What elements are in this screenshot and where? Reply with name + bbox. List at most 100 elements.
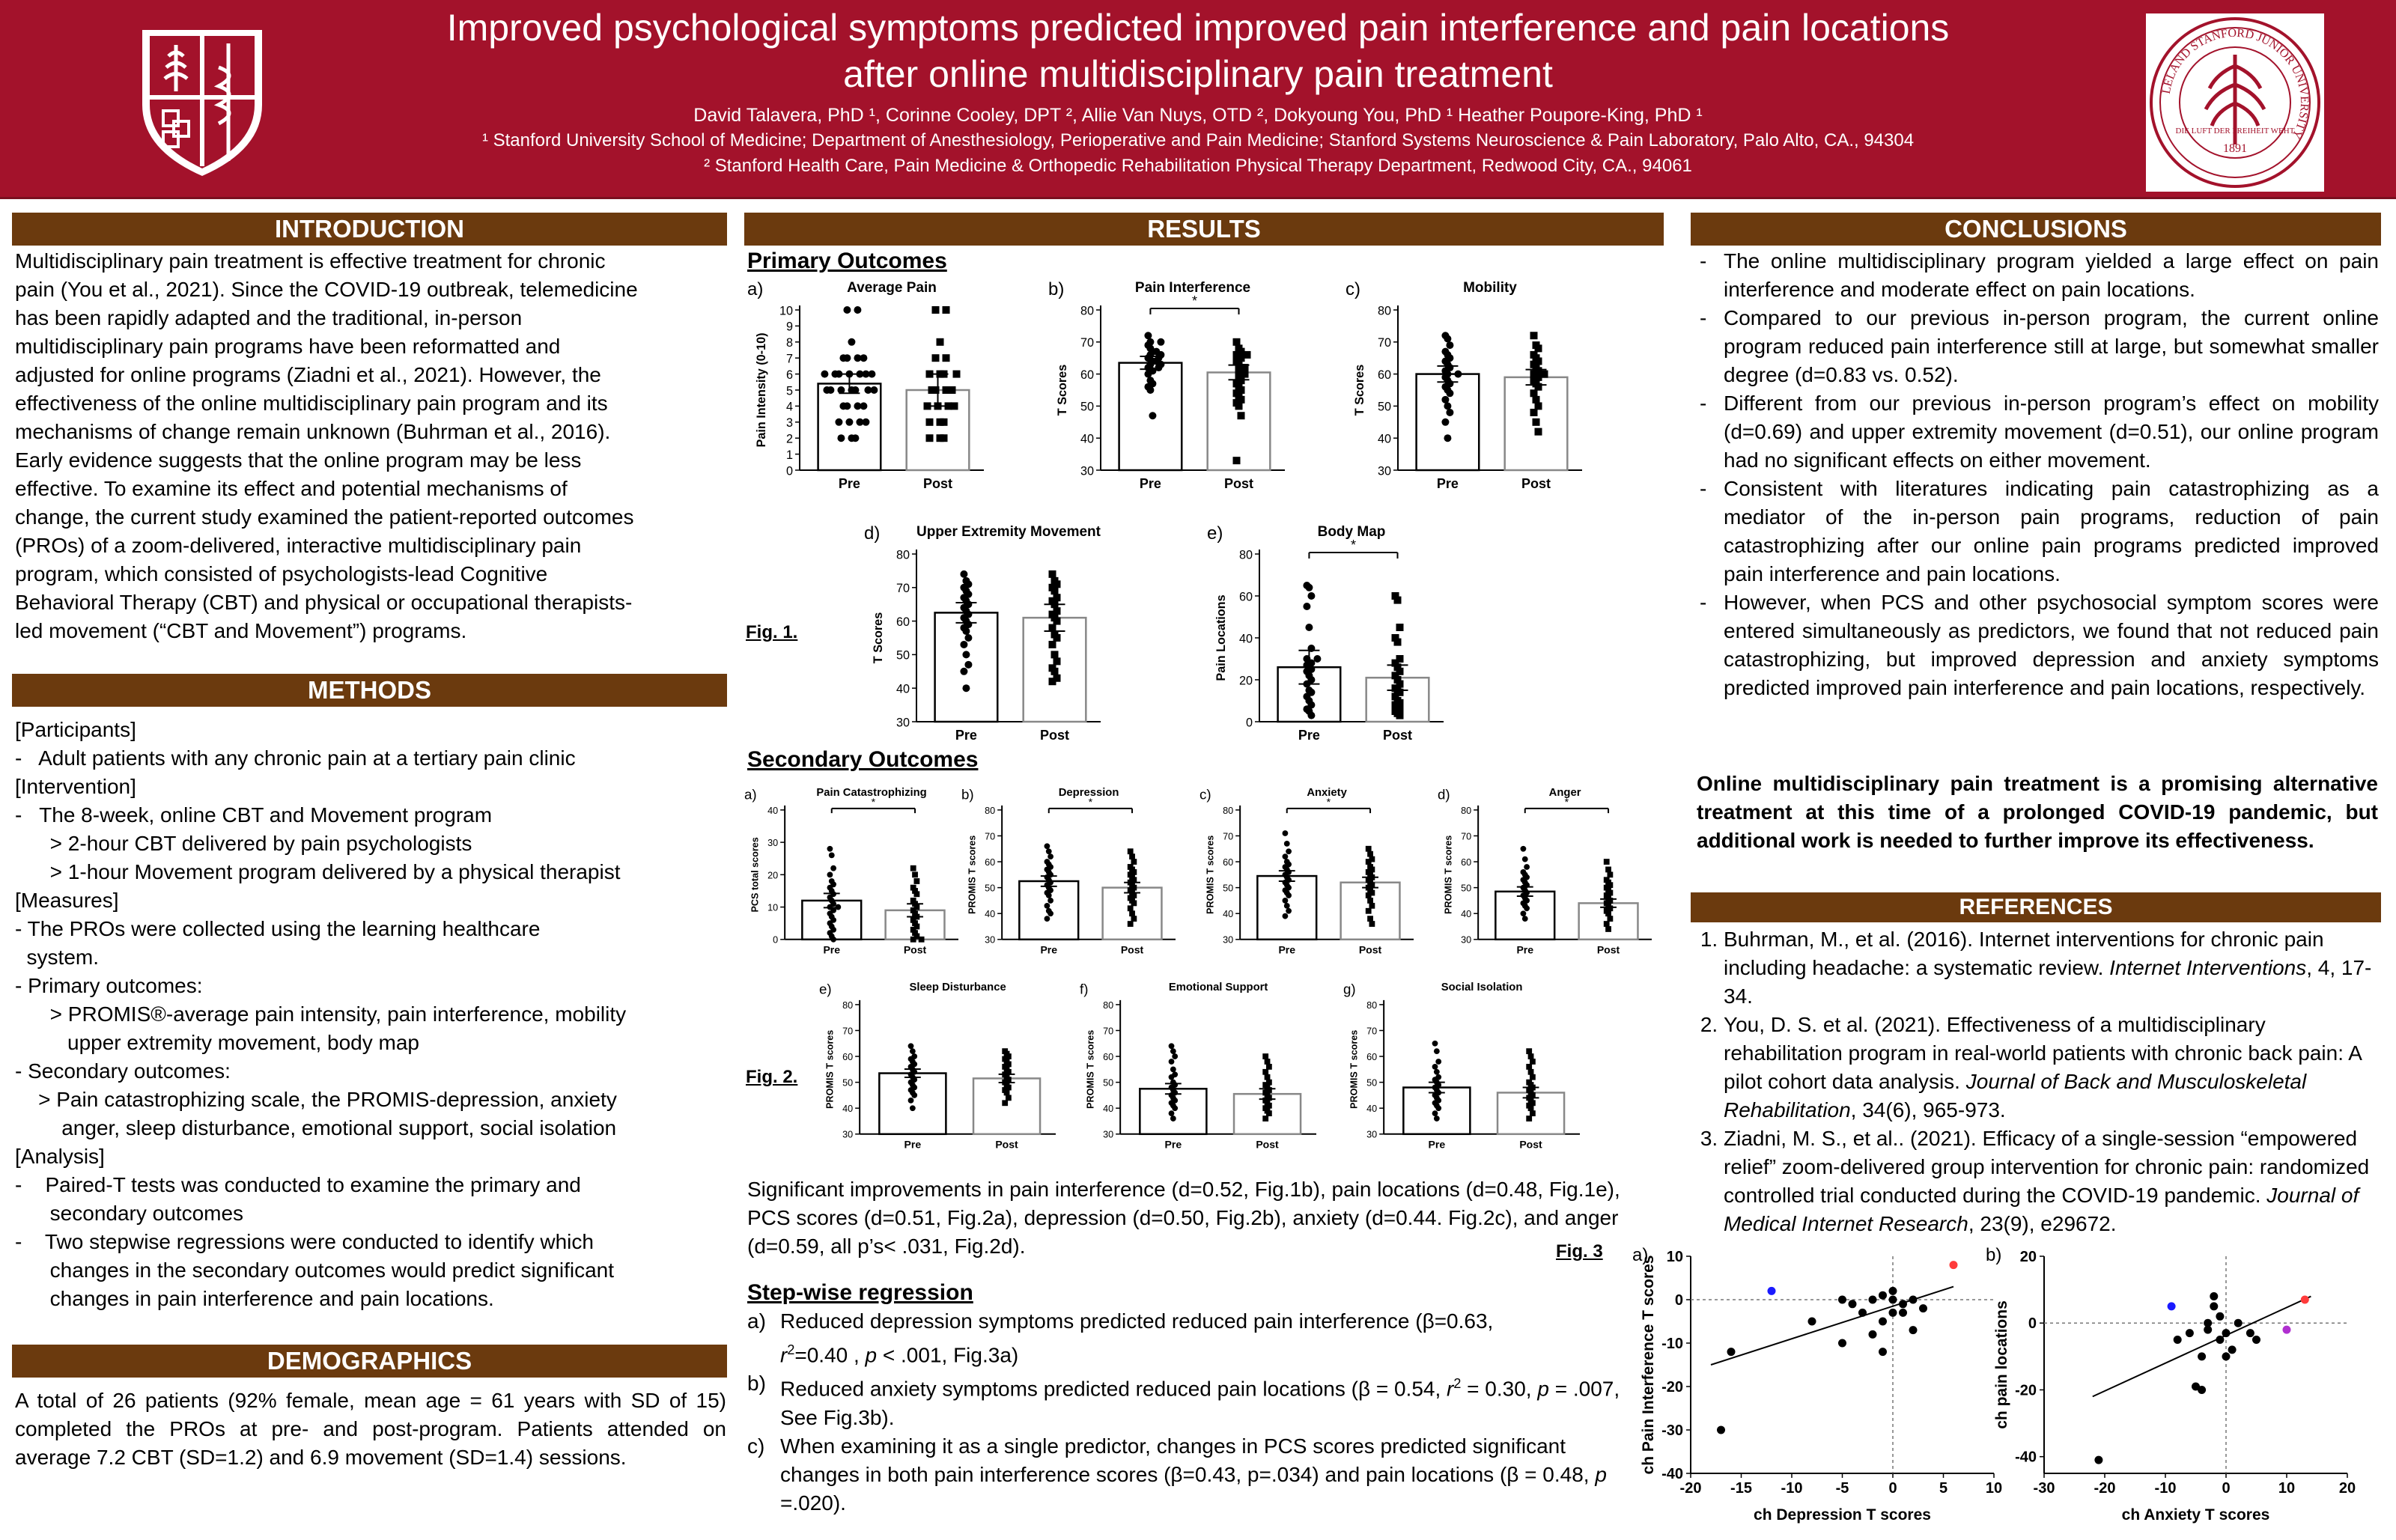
data-point <box>1127 848 1134 855</box>
scatter-point <box>1888 1308 1897 1317</box>
x-tick-label: Post <box>923 476 952 491</box>
data-point <box>960 640 968 648</box>
data-point <box>909 1105 916 1112</box>
conclusion-bold: Online multidisciplinary pain treatment … <box>1697 772 2378 852</box>
data-point <box>1232 338 1241 346</box>
data-point <box>1048 910 1053 917</box>
y-tick-label: 50 <box>842 1078 853 1089</box>
data-point <box>910 936 916 943</box>
scatter-point <box>2204 1325 2213 1334</box>
data-point <box>913 923 920 930</box>
data-point <box>948 386 956 394</box>
data-point <box>1053 617 1061 625</box>
regression-line <box>1710 1285 1954 1366</box>
data-point <box>1534 383 1542 391</box>
data-point <box>1369 874 1375 880</box>
y-tick-label: 30 <box>985 935 995 946</box>
data-point <box>1444 335 1452 343</box>
y-tick-label: 10 <box>767 902 778 913</box>
data-point <box>1053 594 1061 602</box>
data-point <box>1454 370 1462 378</box>
y-tick-label: 8 <box>786 336 793 350</box>
data-point <box>1527 1068 1534 1075</box>
chart-title: Anxiety <box>1307 787 1347 799</box>
data-point <box>1393 638 1402 646</box>
y-tick-label: 70 <box>842 1026 853 1036</box>
data-point <box>1265 1095 1272 1101</box>
sw-a-end: < .001, Fig.3a) <box>877 1343 1019 1367</box>
data-point <box>1393 676 1402 684</box>
data-point <box>1131 900 1137 907</box>
chart-title: Pain Interference <box>1135 280 1250 296</box>
y-tick-label: 40 <box>1223 909 1233 919</box>
data-point <box>1534 402 1542 410</box>
data-point <box>1303 680 1311 688</box>
y-tick-label: 50 <box>1223 883 1233 894</box>
sw-a-r2: =0.40 , <box>794 1343 866 1367</box>
x-tick-label: Pre <box>1437 476 1459 491</box>
data-point <box>1050 587 1059 595</box>
reference-item: You, D. S. et al. (2021). Effectiveness … <box>1724 1011 2379 1124</box>
sw-b-r2: = 0.30, <box>1461 1377 1538 1401</box>
data-point <box>1365 907 1372 914</box>
data-point <box>830 936 836 943</box>
scatter-point <box>1848 1300 1857 1309</box>
panel-label: b) <box>961 787 974 803</box>
data-point <box>1441 395 1450 404</box>
section-heading-results: RESULTS <box>744 213 1664 246</box>
y-tick-label: 50 <box>1103 1078 1113 1089</box>
y-tick-label: 1 <box>786 448 793 462</box>
sw-b-end: = .007, See Fig.3b). <box>780 1377 1620 1429</box>
panel-label: f) <box>1080 981 1088 997</box>
data-point <box>1048 678 1056 686</box>
x-tick-label: -15 <box>1730 1480 1752 1497</box>
data-point <box>940 370 948 378</box>
introduction-text: Multidisciplinary pain treatment is effe… <box>15 247 730 645</box>
data-point <box>835 418 843 426</box>
reference-text: Buhrman, M., et al. (2016). Internet int… <box>1724 928 2324 979</box>
data-point <box>962 651 970 659</box>
data-point <box>845 370 854 378</box>
data-point <box>1365 845 1372 852</box>
y-tick-label: 30 <box>1461 935 1471 946</box>
intro-line: mechanisms of change remain unknown (Buh… <box>15 420 611 443</box>
scatter-point <box>1868 1330 1877 1339</box>
data-point <box>1532 395 1540 404</box>
data-point <box>1048 640 1056 648</box>
y-tick-label: 30 <box>1080 464 1094 478</box>
y-tick-label: 80 <box>1080 304 1094 317</box>
y-tick-label: -20 <box>1661 1379 1683 1396</box>
data-point <box>1053 657 1061 666</box>
y-tick-label: -40 <box>1661 1466 1683 1482</box>
methods-line: > 1-hour Movement program delivered by a… <box>15 860 621 883</box>
x-tick-label: Post <box>904 944 927 956</box>
y-tick-label: 60 <box>842 1052 853 1062</box>
data-point <box>913 933 920 940</box>
data-point <box>912 888 918 894</box>
data-point <box>1305 624 1313 631</box>
data-point <box>1050 667 1059 675</box>
data-point <box>1048 624 1056 632</box>
panel-label: a) <box>1632 1245 1648 1265</box>
x-tick-label: Post <box>1224 476 1253 491</box>
references-list: Buhrman, M., et al. (2016). Internet int… <box>1694 925 2379 1238</box>
data-point <box>848 338 856 346</box>
scatter-point <box>2228 1345 2237 1354</box>
data-point <box>1005 1095 1012 1101</box>
scatter-point <box>2222 1329 2231 1338</box>
data-point <box>1532 418 1540 426</box>
data-point <box>1529 1110 1536 1117</box>
y-tick-label: 60 <box>1366 1052 1377 1062</box>
data-point <box>964 660 973 669</box>
panel-label: b) <box>1048 279 1064 299</box>
reference-journal: Internet Interventions <box>2109 956 2307 979</box>
data-point <box>1607 871 1614 878</box>
sw-c-p: p <box>1595 1462 1607 1486</box>
data-point <box>936 338 944 346</box>
x-tick-label: Pre <box>904 1139 922 1151</box>
scatter-point <box>2234 1318 2243 1327</box>
